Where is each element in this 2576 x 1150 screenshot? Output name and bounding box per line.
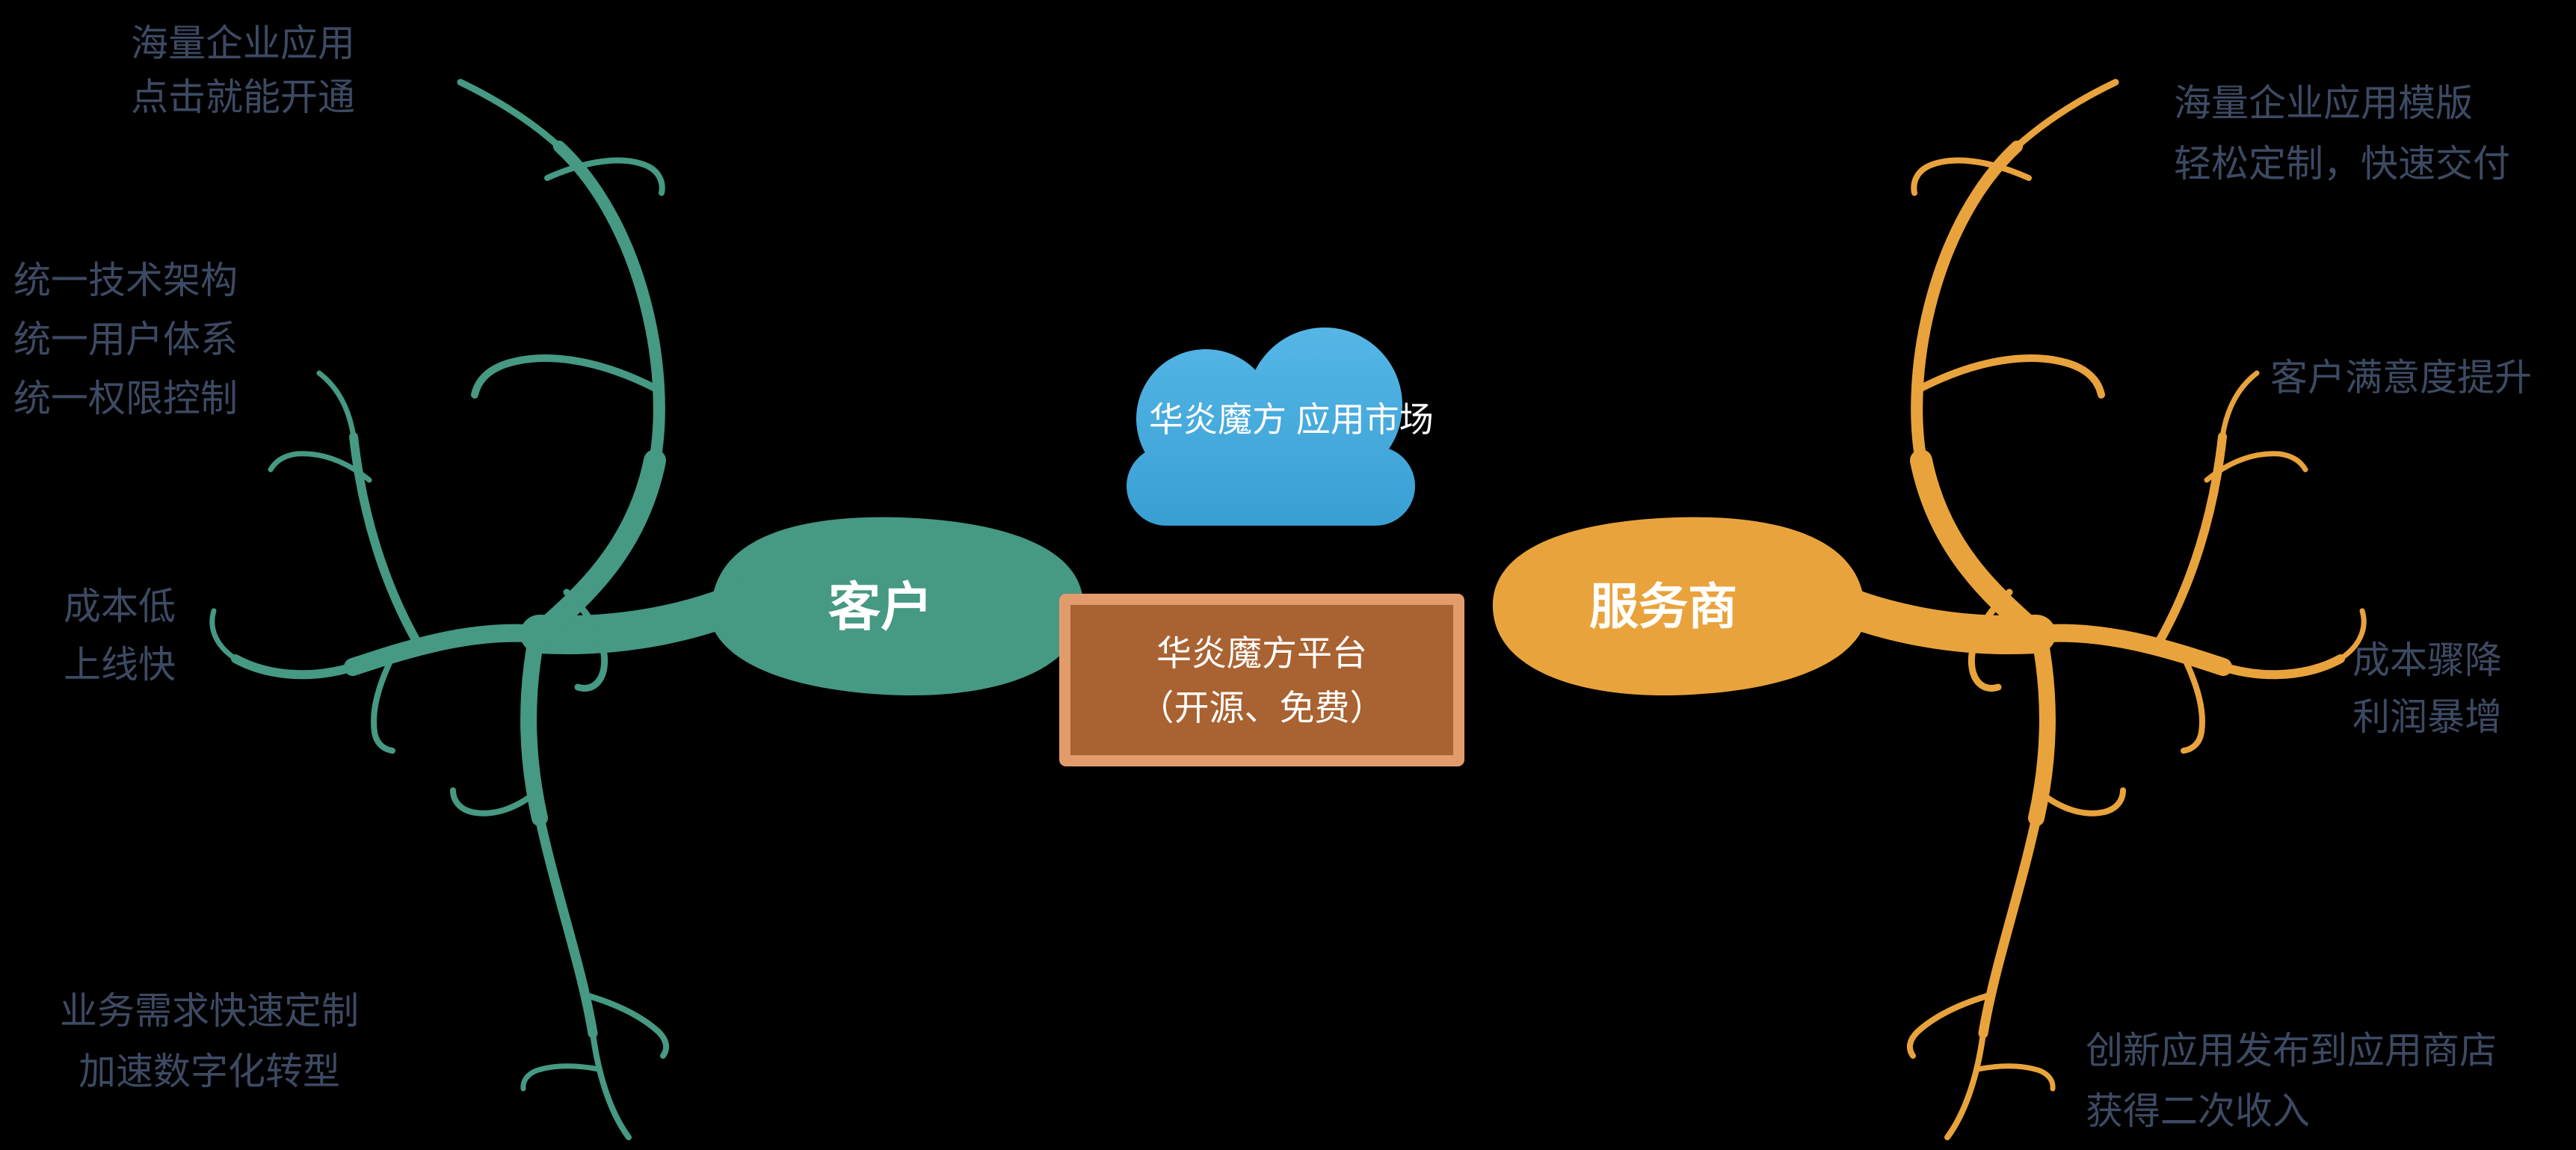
benefit-line: 成本骤降 [2352,639,2502,681]
benefit-line: 点击就能开通 [131,76,355,118]
benefit-line: 轻松定制，快速交付 [2174,143,2510,185]
platform-box-line: 华炎魔方平台 [1156,633,1367,673]
provider-benefit-satisfaction: 客户满意度提升 [2270,348,2532,408]
provider-benefit-templates: 海量企业应用模版 轻松定制，快速交付 [2174,73,2510,194]
customer-benefit-custom: 业务需求快速定制 加速数字化转型 [41,981,378,1102]
platform-box: 华炎魔方平台 （开源、免费） [1059,594,1464,766]
benefit-line: 客户满意度提升 [2270,357,2532,399]
provider-node-label: 服务商 [1589,579,1737,634]
customer-benefit-apps: 海量企业应用 点击就能开通 [78,16,407,124]
platform-box-line: （开源、免费） [1138,687,1385,728]
cloud-title-line: 应用市场 [1295,400,1434,439]
benefit-line: 加速数字化转型 [78,1051,340,1092]
benefit-line: 业务需求快速定制 [60,990,359,1032]
benefit-line: 利润暴增 [2352,696,2502,738]
benefit-line: 创新应用发布到应用商店 [2086,1030,2497,1071]
benefit-line: 成本低 [64,585,176,627]
benefit-line: 海量企业应用模版 [2174,82,2473,124]
cloud-icon [1127,328,1415,526]
benefit-line: 上线快 [64,644,176,686]
customer-benefit-cost: 成本低 上线快 [26,577,213,694]
cloud-title-line: 华炎魔方 [1149,400,1287,439]
benefit-line: 海量企业应用 [131,22,355,64]
benefit-line: 统一用户体系 [13,319,238,360]
customer-benefit-unified: 统一技术架构 统一用户体系 统一权限控制 [13,251,238,428]
benefit-line: 统一技术架构 [13,259,238,301]
customer-node-label: 客户 [828,578,933,636]
provider-benefit-store: 创新应用发布到应用商店 获得二次收入 [2086,1021,2497,1142]
provider-benefit-profit: 成本骤降 利润暴增 [2352,632,2502,745]
benefit-line: 统一权限控制 [13,378,238,419]
cloud-title: 华炎魔方 应用市场 [1149,393,1434,446]
benefit-line: 获得二次收入 [2086,1090,2310,1132]
